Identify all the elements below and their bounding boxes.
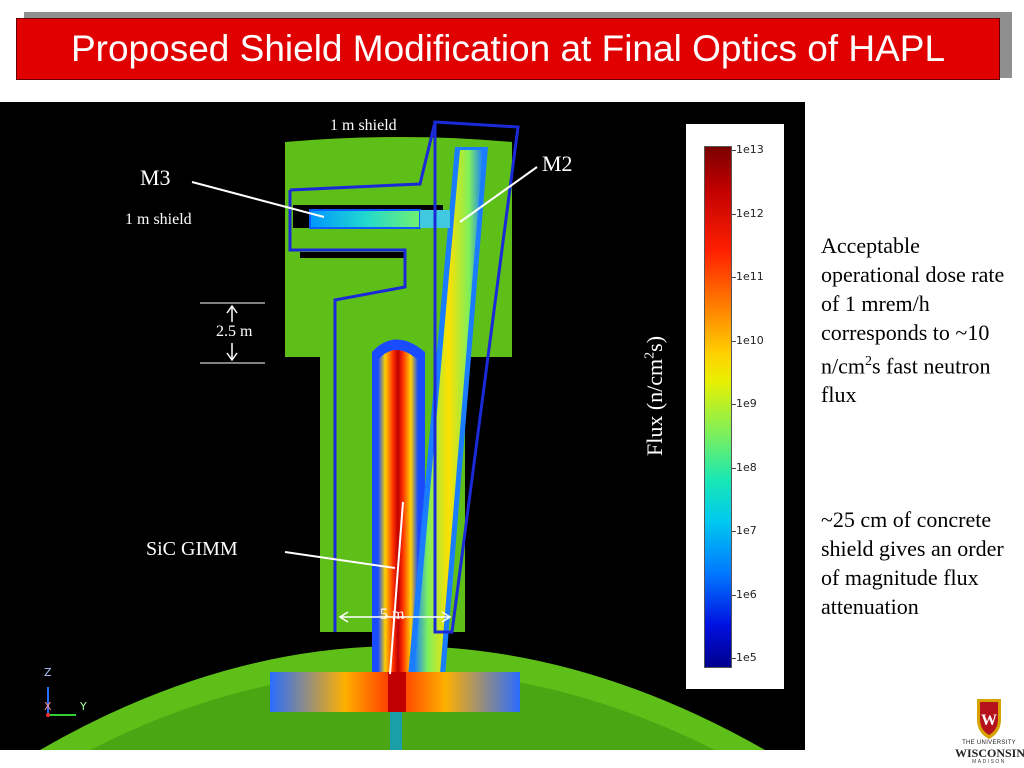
colorbar-gradient — [704, 146, 732, 668]
axis-origin — [46, 713, 50, 717]
gimm-beam — [378, 350, 418, 674]
colorbar-tick-mark — [732, 213, 736, 215]
gimm-label: SiC GIMM — [146, 538, 238, 560]
flux-simulation-figure: 1 m shield 1 m shield M3 M2 2.5 m 5 m Si… — [0, 102, 805, 750]
colorbar-tick-mark — [732, 658, 736, 659]
m3-callout-line — [191, 181, 325, 218]
colorbar-tick-label: 1e11 — [736, 270, 764, 283]
title-banner: Proposed Shield Modification at Final Op… — [16, 18, 1000, 80]
colorbar-tick-mark — [732, 277, 736, 278]
colorbar-tick-label: 1e13 — [736, 143, 764, 156]
x-axis-label: X — [44, 700, 52, 713]
colorbar-tick-mark — [732, 467, 736, 469]
colorbar-tick-mark — [732, 404, 736, 405]
colorbar-tick-mark — [732, 150, 736, 151]
dose-rate-note: Acceptable operational dose rate of 1 mr… — [821, 233, 1005, 408]
slide-title: Proposed Shield Modification at Final Op… — [70, 28, 946, 69]
gimm-base — [388, 672, 406, 712]
beam-port — [390, 712, 402, 750]
logo-line3: MADISON — [972, 759, 1006, 765]
colorbar-tick-mark — [732, 531, 736, 532]
flux-map — [40, 120, 765, 750]
shield-gap — [300, 252, 405, 258]
shield-top-label: 1 m shield — [330, 117, 397, 134]
gimm-callout-line — [284, 551, 396, 569]
shield-outline-top — [289, 121, 437, 192]
colorbar-tick-mark — [732, 340, 736, 342]
colorbar-tick-label: 1e12 — [736, 206, 764, 220]
shield-left-label: 1 m shield — [125, 211, 192, 228]
y-axis-label: Y — [80, 700, 87, 713]
shield-outline-left — [288, 190, 407, 632]
colorbar-tick-label: 1e8 — [736, 460, 757, 474]
colorbar-axis-label: Flux (n/cm2s) — [642, 335, 667, 456]
dist-horizontal-label: 5 m — [380, 606, 405, 623]
colorbar-tick-label: 1e7 — [736, 524, 757, 537]
dim-arrowhead-left — [338, 611, 349, 623]
m3-label: M3 — [140, 165, 171, 190]
m3-beam — [309, 209, 421, 229]
dim-arrowhead-right — [441, 611, 452, 623]
colorbar-tick-label: 1e5 — [736, 651, 757, 664]
university-logo: W THE UNIVERSITY WISCONSIN MADISON — [955, 695, 1024, 765]
z-axis-label: Z — [44, 666, 52, 679]
gimm-mirror-line — [389, 501, 404, 675]
shield-outline-right — [433, 120, 520, 634]
m2-beam — [414, 150, 483, 674]
colorbar-tick-label: 1e10 — [736, 333, 764, 347]
m2-callout-line — [459, 166, 538, 223]
svg-text:W: W — [981, 712, 997, 729]
colorbar-tick-mark — [732, 594, 736, 596]
colorbar: 1e13 1e12 1e11 1e10 1e9 1e8 1e7 1e6 1e5 — [686, 124, 784, 689]
dist-vertical-label: 2.5 m — [216, 323, 253, 340]
shield-attenuation-note: ~25 cm of concrete shield gives an order… — [821, 507, 1004, 619]
dim-arrowhead-down — [226, 352, 238, 362]
logo-line2: WISCONSIN — [955, 746, 1024, 760]
dim-arrowhead-up — [226, 304, 238, 314]
m2-label: M2 — [542, 151, 573, 176]
colorbar-tick-label: 1e9 — [736, 397, 757, 410]
logo-line1: THE UNIVERSITY — [962, 740, 1016, 746]
crest-icon: W — [977, 699, 1001, 739]
colorbar-tick-label: 1e6 — [736, 587, 757, 601]
